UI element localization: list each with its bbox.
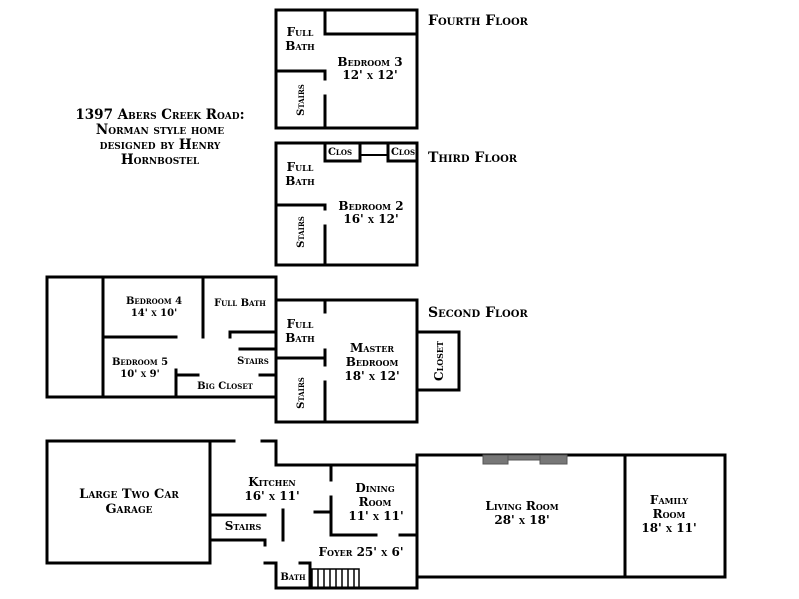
family-room-label-2: Room	[653, 507, 686, 521]
third-clos-right-label: Clos	[391, 147, 415, 158]
family-room-outline	[623, 453, 727, 579]
fourth-full-bath-label-2: Bath	[285, 39, 315, 53]
second-closet-label: Closet	[432, 341, 446, 381]
third-stairs-label: Stairs	[296, 216, 307, 248]
garage-label-2: Garage	[105, 502, 152, 517]
second-floor-plan: Bedroom 4 14' x 10' Full Bath Full Bath …	[45, 275, 528, 424]
bedroom-4-label: Bedroom 4	[126, 296, 182, 307]
first-stairs-bottom	[208, 538, 267, 547]
fourth-floor-plan: Full Bath Bedroom 3 12' x 12' Stairs Fou…	[274, 8, 529, 130]
family-room-size: 18' x 11'	[641, 521, 696, 535]
front-steps	[311, 568, 360, 589]
fourth-floor-label: Fourth Floor	[428, 13, 529, 29]
second-stairs-h-label: Stairs	[237, 356, 269, 367]
title-line-2: Norman style home	[96, 122, 224, 138]
dining-room-size: 11' x 11'	[348, 509, 403, 523]
third-closet-right	[386, 141, 419, 163]
third-floor-label: Third Floor	[428, 150, 518, 166]
third-full-bath-label-2: Bath	[285, 174, 315, 188]
dining-room-label-2: Room	[359, 495, 392, 509]
second-wing-outline	[45, 275, 278, 399]
living-room-label: Living Room	[485, 499, 558, 513]
foyer-label: Foyer 25' x 6'	[318, 545, 403, 559]
bedroom-5-size: 10' x 9'	[120, 369, 159, 380]
master-bedroom-size: 18' x 12'	[344, 369, 399, 383]
plan-title: 1397 Abers Creek Road: Norman style home…	[75, 107, 244, 168]
bedroom-4-size: 14' x 10'	[131, 308, 177, 319]
second-full-bath-label-2: Bath	[285, 331, 315, 345]
fourth-full-bath-label-1: Full	[287, 25, 314, 39]
bedroom-2-label: Bedroom 2	[338, 199, 403, 213]
fourth-floor-outline	[274, 8, 419, 130]
bedroom-2-size: 16' x 12'	[343, 212, 398, 226]
title-line-4: Hornbostel	[121, 152, 200, 168]
first-stairs-label: Stairs	[225, 519, 262, 533]
third-closet-left	[323, 141, 362, 163]
garage-outline	[45, 439, 212, 565]
bedroom-3-label: Bedroom 3	[337, 55, 402, 69]
master-bedroom-label-1: Master	[350, 341, 394, 355]
garage-label-1: Large Two Car	[79, 487, 179, 502]
third-wall-bath	[274, 203, 327, 211]
family-room-label-1: Family	[650, 493, 688, 507]
living-room-size: 28' x 18'	[494, 513, 549, 527]
fourth-stairs-label: Stairs	[296, 84, 307, 116]
third-clos-left-label: Clos	[328, 147, 352, 158]
title-line-3: designed by Henry	[100, 137, 221, 153]
second-closet-box	[415, 330, 461, 392]
third-full-bath-label-1: Full	[287, 160, 314, 174]
title-line-1: 1397 Abers Creek Road:	[75, 107, 244, 123]
first-floor-plan: Large Two Car Garage Kitchen 16' x 11' S…	[45, 439, 727, 590]
third-floor-plan: Clos Clos Full Bath Bedroom 2 16' x 12' …	[274, 141, 518, 267]
kitchen-label: Kitchen	[248, 475, 295, 489]
master-bedroom-label-2: Bedroom	[346, 355, 399, 369]
first-bath-label: Bath	[280, 572, 306, 583]
foyer-bottom	[263, 561, 419, 590]
bedroom-3-size: 12' x 12'	[342, 68, 397, 82]
first-kitchen-top	[274, 439, 419, 467]
bedroom-5-label: Bedroom 5	[112, 357, 168, 368]
second-full-bath-label-1: Full	[287, 317, 314, 331]
fireplace	[482, 454, 568, 465]
second-full-bath-small-label: Full Bath	[214, 298, 266, 309]
second-stairs-v-label: Stairs	[296, 377, 307, 409]
kitchen-size: 16' x 11'	[244, 489, 299, 503]
big-closet-label: Big Closet	[197, 381, 254, 392]
dining-room-label-1: Dining	[355, 481, 395, 495]
fourth-wall-top	[323, 8, 419, 36]
fourth-wall-bath	[274, 69, 327, 81]
second-floor-label: Second Floor	[428, 305, 528, 321]
